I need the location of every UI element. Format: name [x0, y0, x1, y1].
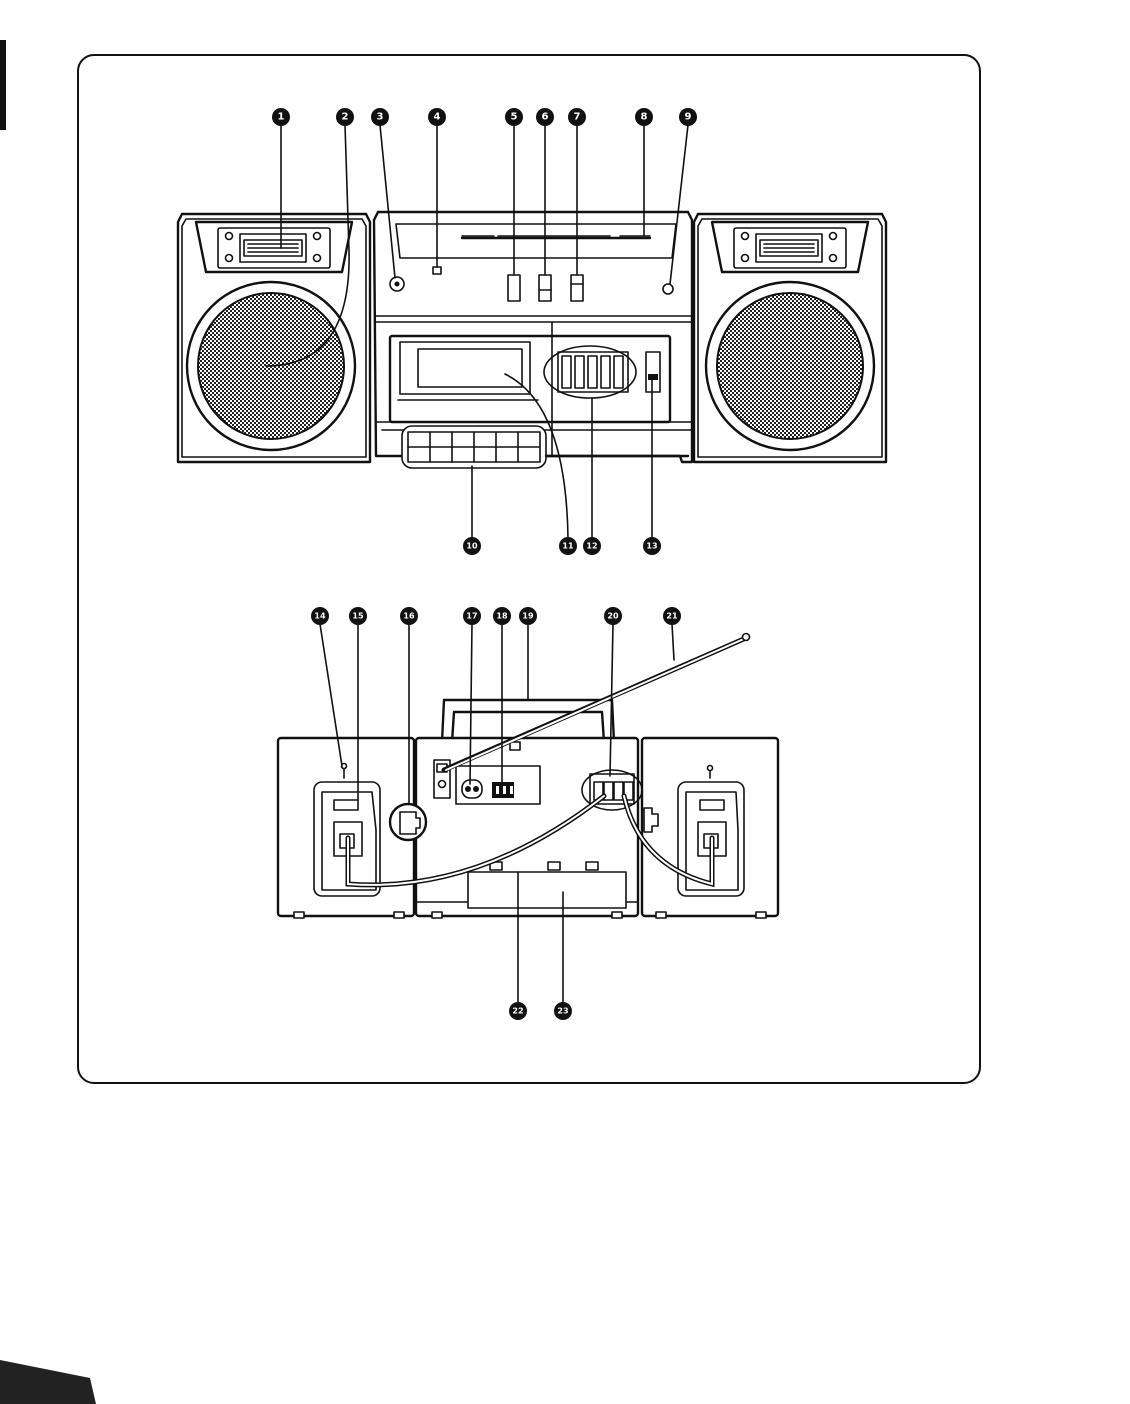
- callout-19: 19: [519, 607, 537, 625]
- svg-text:4: 4: [434, 112, 441, 123]
- rear-view: [278, 624, 778, 1002]
- svg-text:18: 18: [496, 612, 508, 621]
- svg-text:6: 6: [542, 112, 549, 123]
- svg-text:5: 5: [511, 112, 518, 123]
- callout-22: 22: [509, 1002, 527, 1020]
- svg-text:23: 23: [557, 1007, 568, 1016]
- svg-text:15: 15: [352, 612, 364, 621]
- callout-5: 5: [505, 108, 523, 126]
- callout-16: 16: [400, 607, 418, 625]
- right-speaker-rear: [642, 738, 778, 918]
- center-unit-front: [374, 212, 692, 468]
- svg-text:19: 19: [522, 612, 534, 621]
- svg-text:8: 8: [641, 112, 648, 123]
- scan-corner-mark: [0, 1360, 96, 1404]
- svg-text:13: 13: [646, 542, 657, 551]
- left-speaker-front: [178, 214, 370, 462]
- svg-text:3: 3: [377, 112, 384, 123]
- svg-text:9: 9: [685, 112, 692, 123]
- svg-text:11: 11: [562, 542, 574, 551]
- callout-9: 9: [679, 108, 697, 126]
- svg-text:10: 10: [466, 542, 478, 551]
- callout-2: 2: [336, 108, 354, 126]
- svg-text:2: 2: [342, 112, 349, 123]
- callout-11: 11: [559, 537, 577, 555]
- svg-text:22: 22: [512, 1007, 523, 1016]
- callout-12: 12: [583, 537, 601, 555]
- svg-text:21: 21: [666, 612, 678, 621]
- svg-text:14: 14: [314, 612, 326, 621]
- callout-17: 17: [463, 607, 481, 625]
- callout-14: 14: [311, 607, 329, 625]
- callout-4: 4: [428, 108, 446, 126]
- callout-8: 8: [635, 108, 653, 126]
- svg-text:1: 1: [278, 112, 285, 123]
- svg-text:17: 17: [466, 612, 477, 621]
- center-unit-rear: [390, 700, 642, 918]
- callout-18: 18: [493, 607, 511, 625]
- callout-6: 6: [536, 108, 554, 126]
- callout-21: 21: [663, 607, 681, 625]
- scan-edge-mark: [0, 40, 6, 130]
- transport-keys: [402, 426, 546, 468]
- front-view: [178, 125, 886, 538]
- diagram-frame: [78, 55, 980, 1083]
- svg-text:20: 20: [607, 612, 619, 621]
- callout-13: 13: [643, 537, 661, 555]
- callout-23: 23: [554, 1002, 572, 1020]
- counter-buttons: [544, 346, 636, 398]
- callout-3: 3: [371, 108, 389, 126]
- callout-20: 20: [604, 607, 622, 625]
- callout-1: 1: [272, 108, 290, 126]
- right-speaker-front: [694, 214, 886, 462]
- callout-10: 10: [463, 537, 481, 555]
- svg-text:12: 12: [586, 542, 597, 551]
- callout-7: 7: [568, 108, 586, 126]
- svg-text:16: 16: [403, 612, 415, 621]
- svg-text:7: 7: [574, 112, 581, 123]
- callout-15: 15: [349, 607, 367, 625]
